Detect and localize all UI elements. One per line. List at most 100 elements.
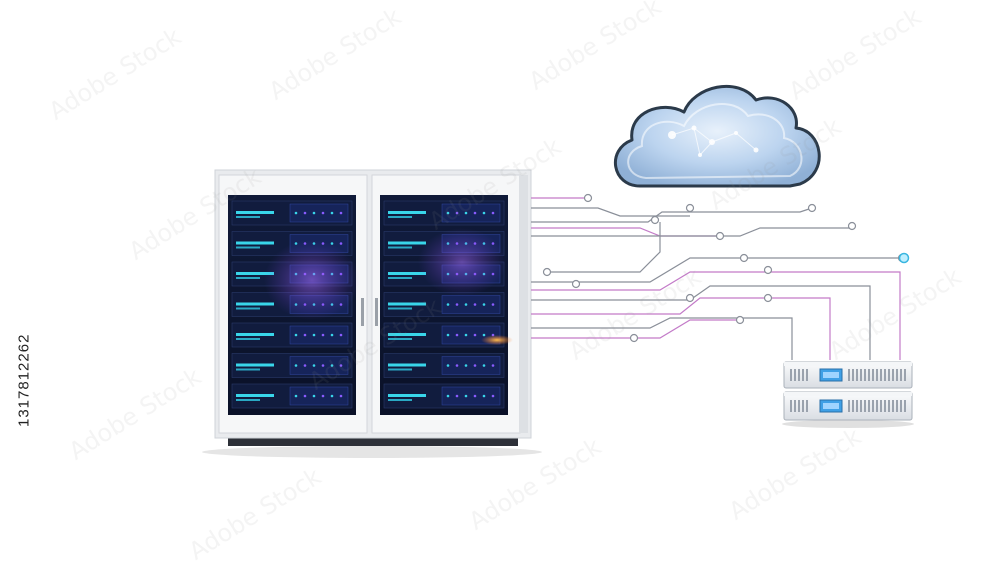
led-strip: [236, 363, 274, 367]
status-led: [473, 211, 477, 215]
led-strip: [236, 302, 274, 306]
status-led: [446, 211, 450, 215]
wire-node: [685, 203, 695, 213]
network-wire: [531, 319, 740, 339]
led-strip: [388, 216, 412, 218]
status-led: [303, 211, 307, 215]
status-led: [491, 364, 495, 367]
led-strip: [236, 333, 274, 336]
network-wire: [531, 257, 900, 283]
status-led: [455, 364, 459, 367]
status-led: [330, 333, 334, 337]
led-strip: [388, 307, 412, 310]
status-led: [473, 303, 477, 306]
cloud-icon: [614, 84, 821, 188]
wire-node: [542, 267, 552, 277]
led-strip: [236, 216, 260, 218]
status-led: [482, 364, 486, 367]
status-led: [455, 333, 459, 337]
status-led: [491, 303, 495, 306]
wire-node: [650, 215, 660, 225]
led-strip: [388, 211, 426, 214]
status-led: [339, 333, 343, 337]
status-led: [294, 211, 298, 215]
led-strip: [388, 277, 412, 279]
status-led: [330, 394, 334, 398]
status-led: [455, 211, 459, 215]
status-led: [312, 333, 316, 337]
wire-node: [735, 315, 745, 325]
network-wire: [531, 271, 901, 360]
status-led: [312, 364, 316, 367]
led-strip: [236, 399, 260, 401]
wire-node: [763, 265, 773, 275]
network-wire: [531, 227, 852, 237]
status-led: [446, 394, 450, 398]
status-led: [321, 364, 325, 367]
status-led: [446, 303, 450, 306]
status-led: [455, 394, 459, 398]
status-led: [321, 211, 325, 215]
server-unit-icon: [782, 361, 914, 428]
status-led: [482, 211, 486, 215]
status-led: [482, 303, 486, 306]
led-strip: [388, 363, 426, 367]
wire-node: [583, 193, 593, 203]
status-led: [464, 211, 468, 215]
wire-node: [685, 293, 695, 303]
network-wire: [531, 297, 831, 360]
led-strip: [236, 211, 274, 214]
status-led: [294, 333, 298, 337]
led-strip: [388, 368, 412, 371]
status-led: [339, 211, 343, 215]
led-strip: [236, 338, 260, 340]
status-led: [482, 394, 486, 398]
led-strip: [236, 272, 274, 275]
led-strip: [388, 333, 426, 336]
led-strip: [236, 277, 260, 279]
led-strip: [388, 394, 426, 397]
status-led: [446, 333, 450, 337]
led-strip: [236, 307, 260, 310]
server-rack-icon: [202, 169, 542, 458]
status-led: [464, 333, 468, 337]
status-led: [303, 333, 307, 337]
status-led: [312, 394, 316, 398]
wire-node: [739, 253, 749, 263]
wire-node: [715, 231, 725, 241]
wire-node: [807, 203, 817, 213]
network-wire: [531, 207, 813, 223]
led-strip: [388, 241, 426, 245]
status-led: [473, 394, 477, 398]
led-strip: [236, 241, 274, 245]
led-strip: [236, 394, 274, 397]
stock-image-id: 1317812262: [15, 333, 33, 427]
status-led: [294, 394, 298, 398]
status-led: [482, 333, 486, 337]
status-led: [339, 364, 343, 367]
network-wire: [531, 285, 871, 360]
status-led: [455, 303, 459, 306]
status-led: [491, 394, 495, 398]
status-led: [321, 333, 325, 337]
status-led: [339, 394, 343, 398]
led-strip: [236, 246, 260, 249]
status-led: [312, 211, 316, 215]
wire-node: [629, 333, 639, 343]
network-wires: [531, 193, 910, 360]
wire-node: [571, 279, 581, 289]
status-led: [294, 364, 298, 367]
led-strip: [388, 399, 412, 401]
status-led: [339, 242, 343, 245]
wire-node: [898, 252, 910, 264]
status-led: [464, 364, 468, 367]
network-wire: [531, 227, 720, 237]
status-led: [303, 394, 307, 398]
wire-node: [763, 293, 773, 303]
status-led: [330, 364, 334, 367]
led-strip: [236, 368, 260, 371]
status-led: [473, 333, 477, 337]
led-strip: [388, 338, 412, 340]
network-wire: [531, 317, 793, 360]
